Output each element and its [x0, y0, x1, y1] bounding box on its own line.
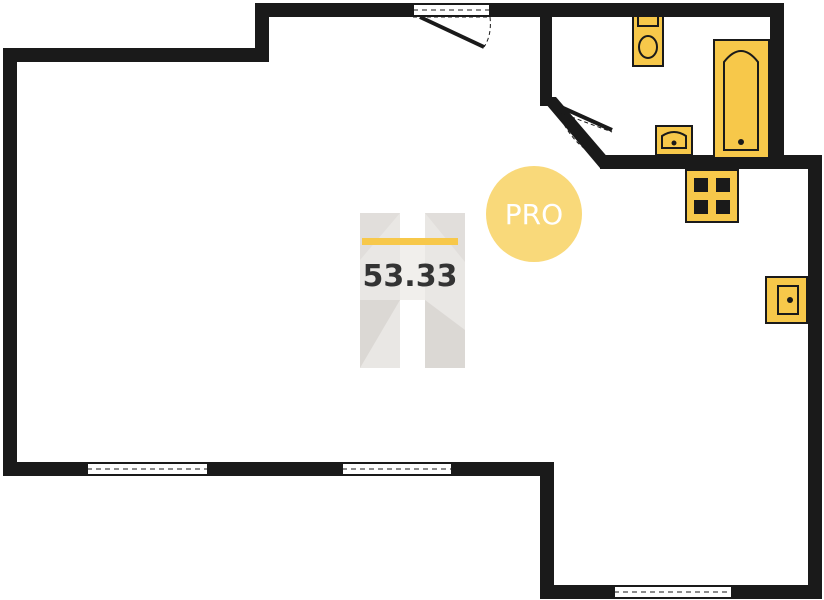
area-label: 53.33: [362, 238, 458, 294]
washbasin-icon: [655, 125, 693, 156]
entrance-door: [413, 15, 491, 49]
window-bottom-left: [86, 462, 209, 476]
stove-icon: [685, 169, 739, 223]
bathroom-door: [540, 97, 613, 168]
window-bottom-right: [613, 585, 733, 599]
watermark-logo-icon: [360, 213, 465, 368]
kitchen-sink-icon: [765, 276, 808, 324]
bathtub-icon: [713, 39, 770, 159]
pro-badge-label: PRO: [505, 198, 563, 231]
area-underline-bar: [362, 238, 458, 245]
window-bottom-middle: [341, 462, 453, 476]
area-value: 53.33: [363, 259, 458, 294]
pro-badge: PRO: [486, 166, 582, 262]
walls: [3, 3, 822, 599]
toilet-icon: [632, 15, 664, 67]
window-top: [412, 3, 491, 17]
